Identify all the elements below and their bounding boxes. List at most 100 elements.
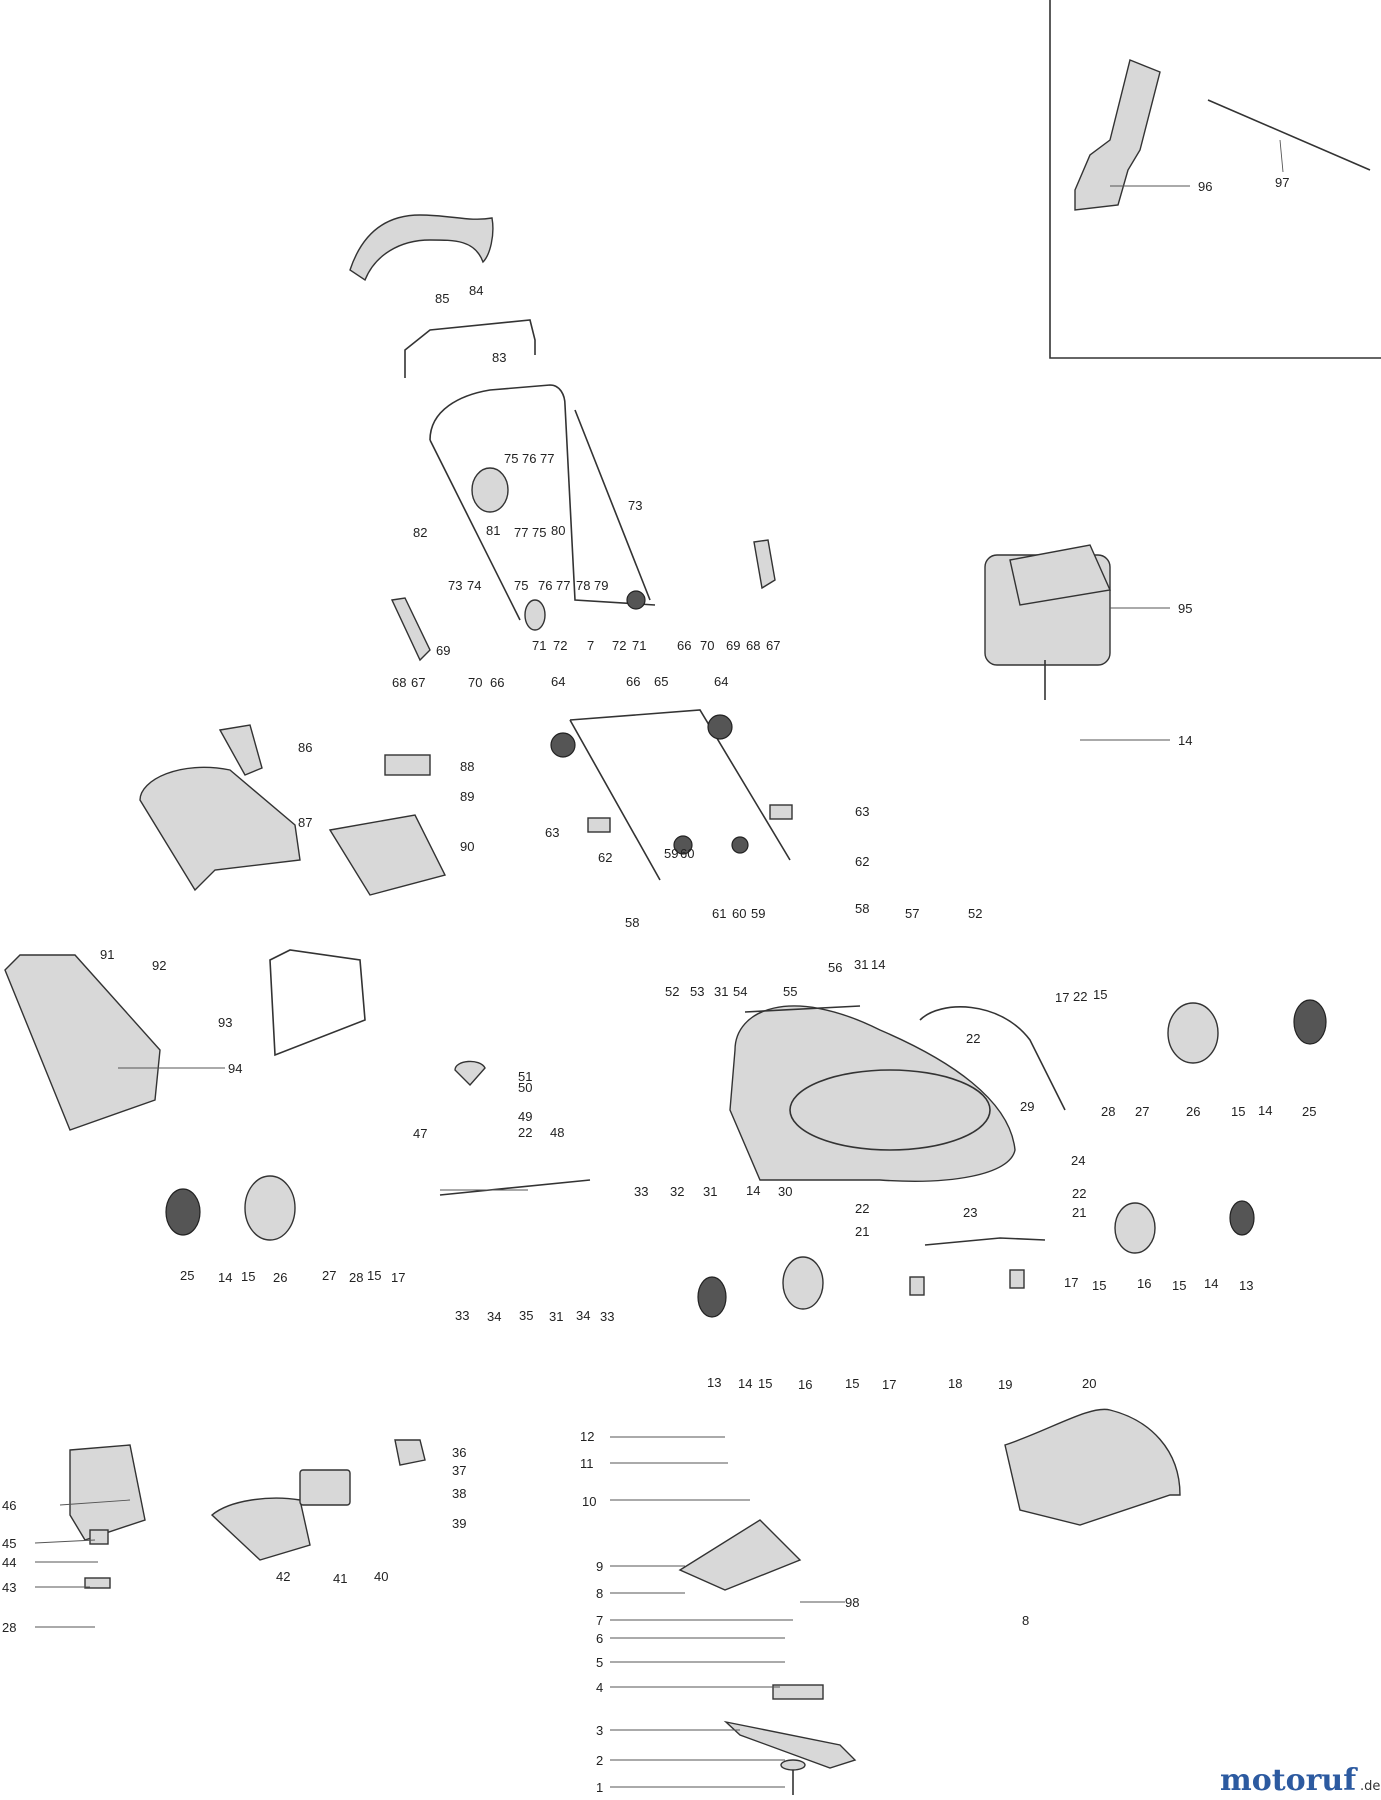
- callout-64: 64: [714, 674, 728, 689]
- callout-70: 70: [700, 638, 714, 653]
- callout-35: 35: [519, 1308, 533, 1323]
- callout-27: 27: [1135, 1104, 1149, 1119]
- callout-15: 15: [1172, 1278, 1186, 1293]
- callout-8: 8: [596, 1586, 603, 1601]
- callout-14: 14: [871, 957, 885, 972]
- catcher-bag: [4, 954, 161, 1131]
- flap-holder: [299, 1469, 351, 1506]
- wheel-front-right: [1114, 1202, 1156, 1254]
- catcher-lid: [139, 766, 301, 892]
- callout-17: 17: [1064, 1275, 1078, 1290]
- control-lever: [471, 467, 509, 513]
- callout-15: 15: [241, 1269, 255, 1284]
- callout-87: 87: [298, 815, 312, 830]
- leader-lines: [34, 1067, 845, 1788]
- callout-12: 12: [580, 1429, 594, 1444]
- callout-37: 37: [452, 1463, 466, 1478]
- callout-58: 58: [625, 915, 639, 930]
- callout-84: 84: [469, 283, 483, 298]
- callout-68: 68: [392, 675, 406, 690]
- upper-handle-frame: [429, 384, 656, 606]
- clamp-lever-left: [390, 597, 431, 662]
- side-parts: [69, 1439, 426, 1589]
- wheel-rear-left: [244, 1175, 296, 1241]
- callout-31: 31: [703, 1184, 717, 1199]
- callout-17: 17: [882, 1377, 896, 1392]
- callout-93: 93: [218, 1015, 232, 1030]
- callout-17: 17: [1055, 990, 1069, 1005]
- callout-66: 66: [626, 674, 640, 689]
- callout-26: 26: [273, 1270, 287, 1285]
- gear-knob: [626, 590, 646, 610]
- callout-14: 14: [738, 1376, 752, 1391]
- callout-14: 14: [746, 1183, 760, 1198]
- callout-52: 52: [665, 984, 679, 999]
- callout-71: 71: [632, 638, 646, 653]
- callout-70: 70: [468, 675, 482, 690]
- callout-51: 51: [518, 1069, 532, 1084]
- blade-adapter: [772, 1684, 824, 1700]
- callout-75: 75: [532, 525, 546, 540]
- lower-handle: [550, 709, 793, 881]
- callout-36: 36: [452, 1445, 466, 1460]
- callout-69: 69: [436, 643, 450, 658]
- callout-82: 82: [413, 525, 427, 540]
- mulch-flap: [210, 1497, 311, 1561]
- bumper-body: [1004, 1408, 1181, 1526]
- callout-86: 86: [298, 740, 312, 755]
- callout-1: 1: [596, 1780, 603, 1795]
- wheel-rear-right: [1167, 1002, 1219, 1064]
- side-cover: [69, 1444, 146, 1541]
- callout-97: 97: [1275, 175, 1289, 190]
- callout-32: 32: [670, 1184, 684, 1199]
- callout-33: 33: [600, 1309, 614, 1324]
- callout-66: 66: [490, 675, 504, 690]
- catcher-indicator: [384, 754, 431, 776]
- callout-67: 67: [411, 675, 425, 690]
- callout-90: 90: [460, 839, 474, 854]
- callout-10: 10: [582, 1494, 596, 1509]
- callout-57: 57: [905, 906, 919, 921]
- axles: [439, 1060, 1046, 1296]
- accessory-inset: [1049, 0, 1381, 359]
- bracket-left: [587, 817, 611, 833]
- mower-deck: [729, 1005, 1066, 1182]
- handle-assembly: [349, 214, 776, 662]
- callout-77: 77: [514, 525, 528, 540]
- callout-15: 15: [758, 1376, 772, 1391]
- callout-58: 58: [855, 901, 869, 916]
- callout-15: 15: [1093, 987, 1107, 1002]
- callout-67: 67: [766, 638, 780, 653]
- callout-44: 44: [2, 1555, 16, 1570]
- callout-61: 61: [712, 906, 726, 921]
- callout-39: 39: [452, 1516, 466, 1531]
- callout-49: 49: [518, 1109, 532, 1124]
- hubcap-front-left: [697, 1276, 727, 1318]
- rear-handle-bar: [919, 1006, 1066, 1111]
- callout-43: 43: [2, 1580, 16, 1595]
- callout-59: 59: [664, 846, 678, 861]
- callout-3: 3: [596, 1723, 603, 1738]
- catcher-top: [328, 814, 447, 896]
- callout-92: 92: [152, 958, 166, 973]
- handle-bar-top: [404, 319, 536, 378]
- callout-56: 56: [828, 960, 842, 975]
- callout-94: 94: [228, 1061, 242, 1076]
- callout-31: 31: [714, 984, 728, 999]
- callout-80: 80: [551, 523, 565, 538]
- hubcap-front-right: [1229, 1200, 1255, 1236]
- callout-25: 25: [180, 1268, 194, 1283]
- callout-65: 65: [654, 674, 668, 689]
- callout-13: 13: [1239, 1278, 1253, 1293]
- callout-22: 22: [1073, 989, 1087, 1004]
- callout-47: 47: [413, 1126, 427, 1141]
- callout-31: 31: [854, 957, 868, 972]
- callout-72: 72: [612, 638, 626, 653]
- callout-77: 77: [540, 451, 554, 466]
- callout-22: 22: [855, 1201, 869, 1216]
- callout-27: 27: [322, 1268, 336, 1283]
- callout-28: 28: [1101, 1104, 1115, 1119]
- clamp-lever-right: [753, 539, 776, 590]
- callout-55: 55: [783, 984, 797, 999]
- callout-79: 79: [594, 578, 608, 593]
